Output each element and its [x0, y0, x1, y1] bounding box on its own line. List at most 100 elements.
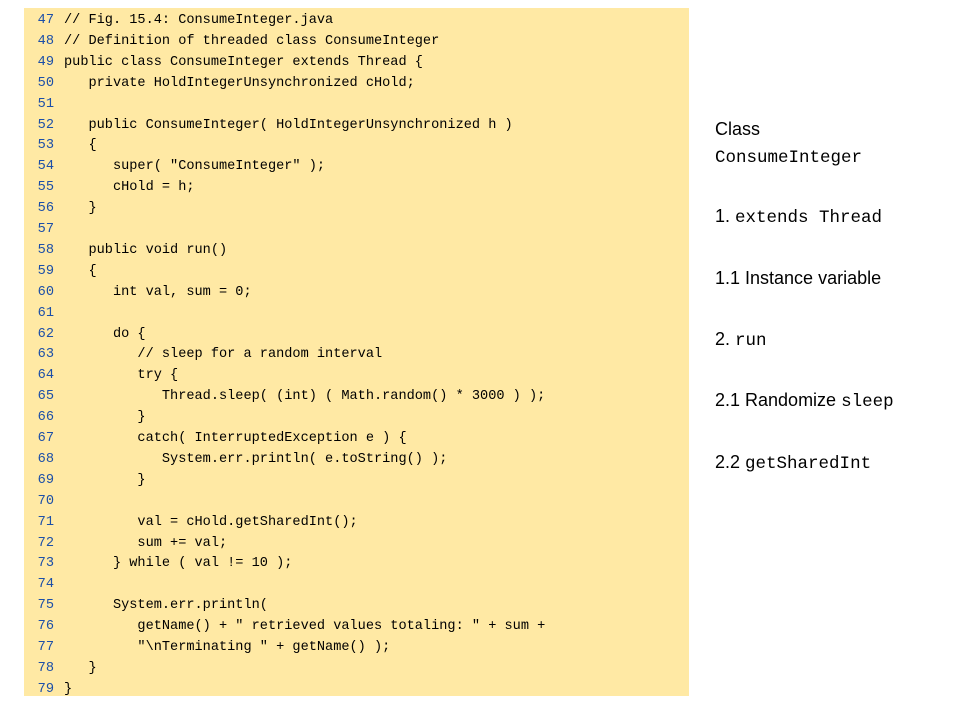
line-number: 63 — [37, 347, 54, 363]
line-number: 72 — [37, 535, 54, 551]
code-listing: 47// Fig. 15.4: ConsumeInteger.java 48 // … — [24, 8, 689, 697]
code-line: 58 public void run() — [24, 241, 227, 261]
line-number: 76 — [37, 619, 54, 635]
code-text: try { — [64, 368, 179, 384]
code-line: 68 System.err.println( e.toString() ); — [24, 450, 448, 470]
line-number: 48 — [37, 33, 54, 49]
code-line: 57 — [24, 220, 64, 240]
code-line: 54 super( "ConsumeInteger" ); — [24, 157, 325, 177]
code-text: } — [64, 201, 97, 217]
code-text: { — [64, 138, 97, 154]
code-line: 59 { — [24, 262, 97, 282]
code-text: catch( InterruptedException e ) { — [64, 431, 407, 446]
code-text: int val, sum = 0; — [64, 284, 252, 300]
code-text: private HoldIntegerUnsynchronized cHold; — [64, 75, 415, 91]
outline-item-code: getSharedInt — [745, 454, 872, 474]
line-number: 60 — [37, 284, 54, 300]
code-text: // sleep for a random interval — [64, 347, 383, 363]
line-number: 69 — [37, 472, 54, 488]
code-line: 48 // Definition of threaded class Consum… — [24, 32, 440, 52]
code-line: 67 catch( InterruptedException e ) { — [24, 429, 407, 449]
code-line: 60 int val, sum = 0; — [24, 283, 252, 303]
code-line: 76 getName() + " retrieved values totali… — [24, 617, 546, 637]
code-line: 74 — [24, 575, 64, 595]
line-number: 56 — [37, 201, 54, 217]
code-line: 69 } — [24, 471, 146, 491]
outline-class-name: ConsumeInteger — [715, 144, 862, 170]
line-number: 75 — [37, 598, 54, 614]
code-line: 70 — [24, 492, 64, 512]
code-text: } while ( val != 10 ); — [64, 556, 293, 572]
line-number: 73 — [37, 556, 54, 572]
code-line: 47// Fig. 15.4: ConsumeInteger.java — [24, 11, 334, 31]
line-number: 74 — [37, 577, 54, 593]
line-number: 50 — [37, 75, 54, 91]
outline-item-randomize-sleep: 2.1 Randomize sleep — [715, 388, 894, 414]
code-line: 55 cHold = h; — [24, 178, 195, 198]
code-text: } — [64, 410, 146, 426]
code-line: 66 } — [24, 408, 146, 428]
outline-item-code: extends Thread — [735, 208, 883, 228]
line-number: 53 — [37, 138, 54, 154]
line-number: 71 — [37, 514, 54, 530]
code-line: 73 } while ( val != 10 ); — [24, 554, 293, 574]
outline-item-instance-variable: 1.1 Instance variable — [715, 266, 881, 290]
code-text: do { — [64, 326, 146, 342]
code-text: // Definition of threaded class ConsumeI… — [64, 33, 440, 49]
line-number: 52 — [37, 117, 54, 133]
code-text: public void run() — [64, 242, 228, 258]
outline-item-extends: 1. extends Thread — [715, 204, 882, 230]
code-text: System.err.println( — [64, 598, 268, 614]
code-text: } — [64, 681, 73, 697]
code-line: 52 public ConsumeInteger( HoldIntegerUns… — [24, 116, 513, 136]
line-number: 62 — [37, 326, 54, 342]
code-line: 56 } — [24, 199, 97, 219]
outline-item-code: run — [735, 331, 767, 351]
code-line: 64 try { — [24, 366, 179, 386]
line-number: 65 — [37, 389, 54, 405]
code-text: // Fig. 15.4: ConsumeInteger.java — [64, 13, 334, 28]
line-number: 64 — [37, 368, 54, 384]
code-line: 61 — [24, 304, 64, 324]
code-line: 78 } — [24, 659, 97, 679]
code-text: getName() + " retrieved values totaling:… — [64, 619, 546, 635]
line-number: 68 — [37, 451, 54, 467]
outline-item-number: 2.2 — [715, 452, 741, 472]
code-text: Thread.sleep( (int) ( Math.random() * 30… — [64, 389, 546, 405]
code-line: 71 val = cHold.getSharedInt(); — [24, 513, 358, 533]
outline-item-text: 2.1 Randomize — [715, 390, 837, 410]
outline-item-number: 2. — [715, 329, 731, 349]
line-number: 78 — [37, 660, 54, 676]
line-number: 77 — [37, 640, 54, 655]
outline-item-get-shared-int: 2.2 getSharedInt — [715, 450, 871, 476]
outline-class-label: Class — [715, 119, 761, 139]
line-number: 70 — [37, 493, 54, 509]
outline-item-run: 2. run — [715, 327, 767, 353]
code-line: 72 sum += val; — [24, 534, 227, 554]
outline-item-text: 1.1 Instance variable — [715, 268, 882, 288]
line-number: 66 — [37, 410, 54, 426]
outline-item-code: sleep — [841, 392, 894, 412]
line-number: 54 — [37, 159, 54, 175]
line-number: 58 — [37, 242, 54, 258]
code-text: cHold = h; — [64, 180, 195, 196]
code-text: System.err.println( e.toString() ); — [64, 451, 448, 467]
line-number: 51 — [37, 96, 54, 112]
code-line: 50 private HoldIntegerUnsynchronized cHo… — [24, 74, 415, 94]
code-text: "\nTerminating " + getName() ); — [64, 640, 391, 655]
outline-class-name-code: ConsumeInteger — [715, 148, 863, 168]
code-text: { — [64, 263, 97, 279]
line-number: 67 — [37, 431, 54, 446]
code-line: 75 System.err.println( — [24, 596, 268, 616]
line-number: 49 — [37, 54, 54, 70]
code-text: super( "ConsumeInteger" ); — [64, 159, 326, 175]
outline-item-number: 1. — [715, 206, 731, 226]
code-line: 62 do { — [24, 325, 146, 345]
line-number: 57 — [37, 222, 54, 237]
code-line: 79} — [24, 680, 73, 700]
line-number: 79 — [37, 681, 54, 697]
code-line: 77 "\nTerminating " + getName() ); — [24, 638, 391, 658]
code-line: 65 Thread.sleep( (int) ( Math.random() *… — [24, 387, 546, 407]
line-number: 59 — [37, 263, 54, 279]
